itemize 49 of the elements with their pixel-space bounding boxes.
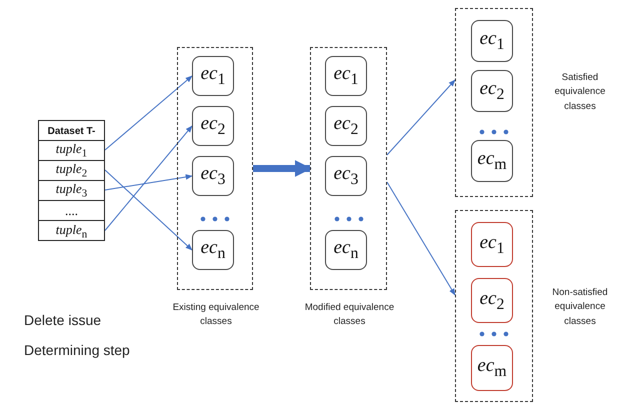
arrow (104, 76, 193, 150)
table-header: Dataset T- (48, 126, 96, 136)
note-text: Determining step (24, 342, 130, 358)
class-label: ec$_{2}$ (334, 113, 358, 139)
tuple-label: tuple$_{n}$ (56, 222, 88, 240)
group-caption: Satisfied equivalence classes (554, 72, 606, 112)
class-box (325, 106, 367, 146)
class-label: ec$_{n}$ (334, 237, 358, 263)
class-label: ec$_{3}$ (200, 163, 226, 189)
class-label: ec$_{1}$ (480, 28, 504, 54)
class-box (471, 20, 513, 62)
class-box (471, 278, 513, 323)
table-row (38, 180, 105, 200)
class-box (471, 70, 513, 112)
class-box (325, 56, 367, 96)
group-caption: Non-satisfied equivalence classes (552, 287, 608, 326)
class-label: ec$_{m}$ (477, 148, 507, 174)
tuple-label: tuple$_{1}$ (56, 141, 88, 160)
class-label: ec$_{1}$ (200, 63, 226, 89)
dataset-table (38, 120, 105, 241)
class-box (471, 345, 513, 391)
class-box (325, 156, 367, 196)
class-label: ec$_{2}$ (480, 288, 504, 314)
class-label: ec$_{n}$ (200, 237, 226, 263)
group-caption: Modified equivalence classes (304, 302, 394, 328)
class-label: ec$_{m}$ (477, 355, 507, 381)
tuple-label: tuple$_{3}$ (56, 181, 88, 200)
arrow (386, 182, 456, 296)
class-label: ec$_{2}$ (480, 78, 504, 104)
class-label: ec$_{3}$ (334, 163, 358, 189)
block-arrow (253, 160, 312, 177)
class-box (192, 106, 234, 146)
class-label: ec$_{1}$ (480, 232, 504, 258)
class-box (192, 230, 234, 270)
class-label: ec$_{2}$ (200, 113, 226, 139)
class-label: ec$_{1}$ (334, 63, 358, 89)
class-box (471, 140, 513, 182)
arrow (386, 79, 456, 156)
arrow (104, 174, 193, 190)
arrow (104, 170, 193, 250)
class-box (471, 222, 513, 267)
arrow (104, 125, 192, 231)
class-box (192, 156, 234, 196)
group-caption: Existing equivalence classes (172, 302, 260, 328)
tuple-label: tuple$_{2}$ (56, 161, 88, 180)
note-text: Delete issue (24, 312, 102, 328)
tuple-label: .... (65, 202, 78, 218)
class-box (325, 230, 367, 270)
class-box (192, 56, 234, 96)
